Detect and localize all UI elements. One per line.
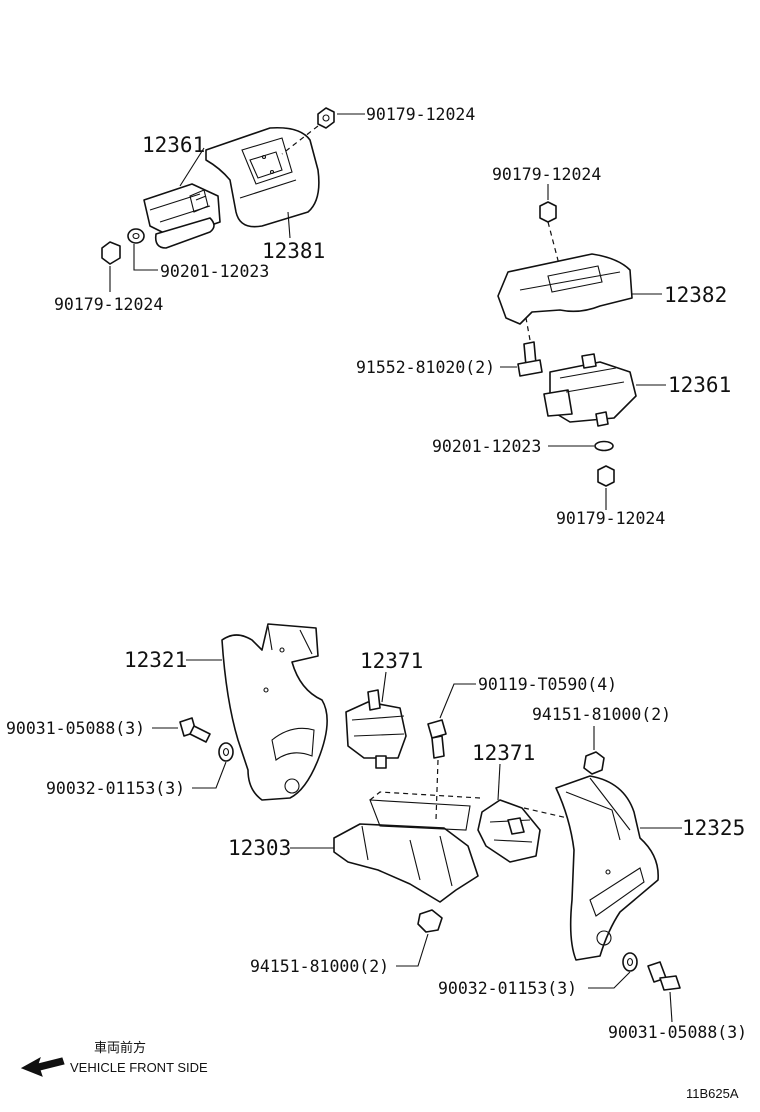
washer-upper-right xyxy=(594,440,614,452)
callout-part-number: 90179-12024 xyxy=(54,295,163,314)
dash-line xyxy=(547,221,561,269)
crossmember-12303 xyxy=(333,791,481,903)
leader-line xyxy=(588,971,631,989)
bolt-90119-T0590 xyxy=(427,719,447,759)
leader-line xyxy=(439,683,476,719)
leader-line xyxy=(192,761,227,789)
nut-lower-right xyxy=(597,465,615,487)
vehicle-front-legend: 車両前方 VEHICLE FRONT SIDE xyxy=(20,1040,208,1077)
dash-line-nut-to-bracket xyxy=(281,125,319,155)
engine-mount-insulator-12361-top-right xyxy=(543,353,637,427)
callout-part-number: 12303 xyxy=(228,836,291,860)
engine-mount-insulator-12371-right xyxy=(477,799,541,863)
washer-90032-01153-left xyxy=(218,742,234,762)
nut-upper-right xyxy=(539,201,557,223)
callout-part-number: 90179-12024 xyxy=(366,105,475,124)
callout-part-number: 90031-05088(3) xyxy=(6,719,145,738)
legend-en-label: VEHICLE FRONT SIDE xyxy=(70,1060,208,1075)
callout-part-number: 90119-T0590(4) xyxy=(478,675,617,694)
engine-mount-insulator-12371-left xyxy=(345,689,407,769)
callout-part-number: 12325 xyxy=(682,816,745,840)
callout-part-number: 12321 xyxy=(124,648,187,672)
callout-part-number: 12361 xyxy=(142,133,205,157)
callout-part-number: 90179-12024 xyxy=(556,509,665,528)
mount-bracket-12325 xyxy=(555,775,659,961)
callout-part-number: 90032-01153(3) xyxy=(46,779,185,798)
nut-94151-81000-right xyxy=(583,751,605,775)
mount-bracket-12381 xyxy=(205,126,320,228)
callout-part-number: 90031-05088(3) xyxy=(608,1023,747,1042)
washer-90032-01153-right xyxy=(622,952,638,972)
dash-line xyxy=(525,317,531,341)
leader-line xyxy=(133,244,158,271)
leader-line xyxy=(497,763,501,801)
callout-part-number: 12382 xyxy=(664,283,727,307)
washer-lower-left xyxy=(127,228,145,244)
callout-part-number: 90032-01153(3) xyxy=(438,979,577,998)
front-arrow-icon xyxy=(20,1056,65,1077)
mount-bracket-12321 xyxy=(221,623,328,801)
legend-jp-label: 車両前方 xyxy=(94,1040,146,1055)
bolt-90031-05088-right xyxy=(647,961,681,991)
callout-part-number: 91552-81020(2) xyxy=(356,358,495,377)
mount-bracket-12382 xyxy=(497,253,633,325)
callout-part-number: 12371 xyxy=(360,649,423,673)
bolt-90031-05088-left xyxy=(179,717,211,743)
leader-line xyxy=(179,147,205,187)
nut-94151-81000-left xyxy=(417,909,443,933)
callout-part-number: 90201-12023 xyxy=(432,437,541,456)
leader-line xyxy=(287,211,291,239)
callout-part-number: 94151-81000(2) xyxy=(250,957,389,976)
callout-part-number: 12381 xyxy=(262,239,325,263)
dash-line xyxy=(435,759,439,821)
callout-part-number: 12371 xyxy=(472,741,535,765)
engine-mount-insulator-12361-top-left xyxy=(143,183,221,249)
leader-line xyxy=(669,991,673,1023)
nut-lower-left xyxy=(101,241,121,265)
figure-code: 11B625A xyxy=(686,1086,739,1101)
callout-part-number: 94151-81000(2) xyxy=(532,705,671,724)
bolt-91552-81020 xyxy=(517,341,543,377)
leader-line xyxy=(381,671,387,703)
leader-line xyxy=(396,933,429,967)
nut-upper-left xyxy=(317,107,335,129)
callout-part-number: 90179-12024 xyxy=(492,165,601,184)
callout-part-number: 90201-12023 xyxy=(160,262,269,281)
callout-part-number: 12361 xyxy=(668,373,731,397)
